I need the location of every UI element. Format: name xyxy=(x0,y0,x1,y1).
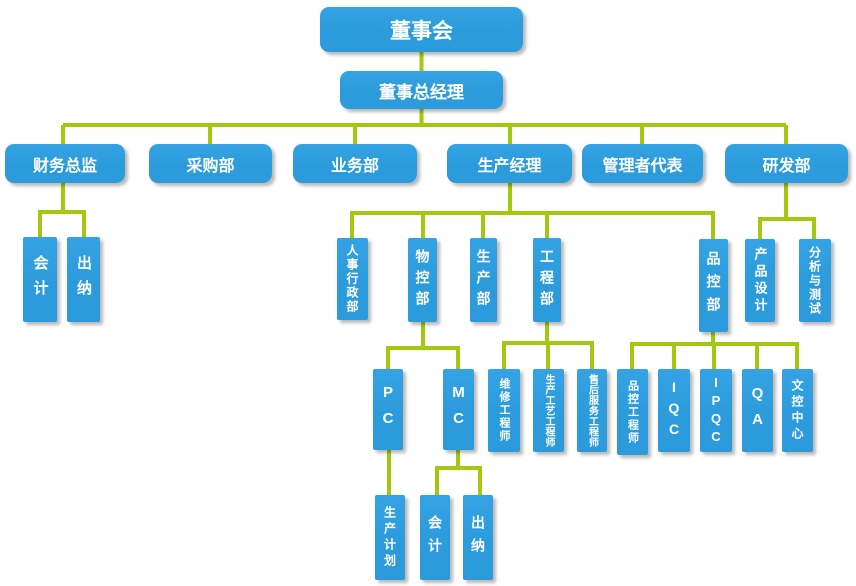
node-quality-control-dept: 品控部 xyxy=(699,239,728,332)
connector-production-children xyxy=(350,181,715,241)
connector-mc-children xyxy=(435,448,482,497)
node-material-control-dept: 物控部 xyxy=(408,238,437,322)
node-after-sales-engineer: 售后服务工程师 xyxy=(577,369,607,452)
node-ipqc: IPQC xyxy=(700,369,732,452)
node-maintenance-engineer: 维修工程师 xyxy=(488,369,520,452)
node-document-control-center: 文控中心 xyxy=(782,369,813,452)
connector-qc-children xyxy=(630,330,799,371)
node-production-planning: 生产计划 xyxy=(375,495,405,580)
connector-engineering-children xyxy=(502,320,594,371)
node-qa: QA xyxy=(742,369,773,452)
connector-gm-to-level2 xyxy=(61,108,788,146)
connector-rd-children xyxy=(758,181,816,241)
node-general-manager: 董事总经理 xyxy=(340,71,503,109)
node-mc-accounting: 会计 xyxy=(420,495,450,580)
node-cashier: 出纳 xyxy=(67,237,100,322)
node-production-dept: 生产部 xyxy=(470,238,497,322)
node-engineering-dept: 工程部 xyxy=(533,238,561,322)
node-production-manager: 生产经理 xyxy=(447,144,572,183)
node-mc: MC xyxy=(443,369,474,450)
node-product-design: 产品设计 xyxy=(745,239,775,322)
node-board-of-directors: 董事会 xyxy=(320,7,523,52)
node-pc: PC xyxy=(373,369,403,450)
node-business-dept: 业务部 xyxy=(293,144,417,183)
node-purchasing-dept: 采购部 xyxy=(149,144,272,183)
node-iqc: IQC xyxy=(658,369,690,452)
node-analysis-testing: 分析与测试 xyxy=(799,239,831,322)
node-process-engineer: 生产工艺工程师 xyxy=(533,369,564,452)
node-rd-dept: 研发部 xyxy=(725,144,848,183)
node-hr-admin-dept: 人事行政部 xyxy=(337,238,368,320)
node-accounting: 会计 xyxy=(23,237,57,322)
node-finance-director: 财务总监 xyxy=(5,144,125,183)
connector-material-children xyxy=(386,320,460,371)
connector-finance-children xyxy=(38,181,86,239)
node-management-representative: 管理者代表 xyxy=(582,144,703,183)
node-mc-cashier: 出纳 xyxy=(463,495,493,580)
node-qc-engineer: 品控工程师 xyxy=(617,369,648,455)
